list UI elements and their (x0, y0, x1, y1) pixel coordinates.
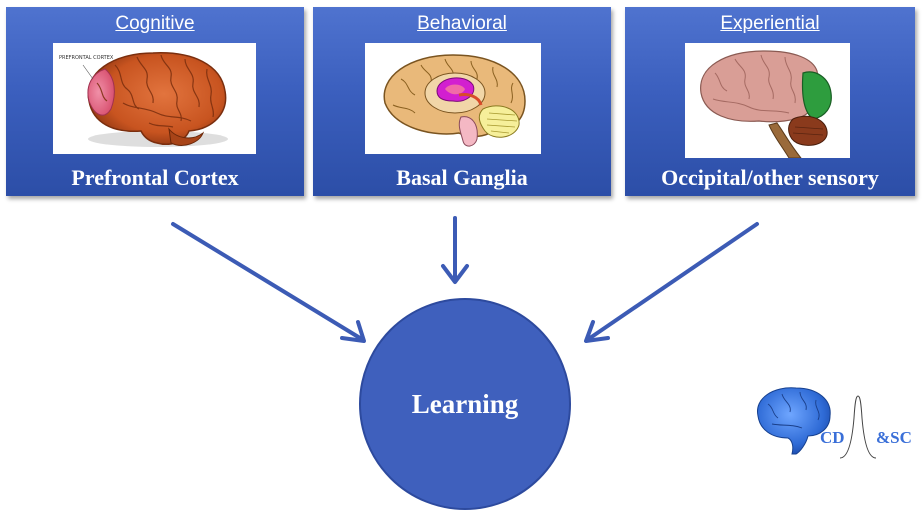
behavioral-header: Behavioral (417, 13, 507, 34)
logo-text-sc: &SC (876, 428, 912, 447)
behavioral-box: Behavioral (313, 7, 611, 196)
brain-basal-ganglia-icon (365, 43, 541, 154)
arrow-experiential-to-learning (588, 222, 759, 340)
brain-occipital-icon (685, 43, 850, 158)
learning-label: Learning (411, 388, 519, 419)
behavioral-label: Basal Ganglia (396, 165, 528, 190)
arrow-cognitive-to-learning (171, 222, 362, 340)
cognitive-box: Cognitive (6, 7, 304, 196)
cognitive-header: Cognitive (115, 13, 195, 34)
arrowhead-behavioral (441, 264, 469, 284)
arrowhead-cognitive (340, 320, 366, 343)
arrowhead-experiential (584, 320, 610, 343)
experiential-header: Experiential (720, 13, 820, 34)
cdsc-logo-brain-icon (757, 387, 877, 459)
cdsc-logo: CD &SC (752, 382, 912, 464)
experiential-box: Experiential Occipital/other sensory (625, 7, 915, 196)
learning-circle: Learning (359, 298, 571, 510)
logo-text-cd: CD (820, 428, 845, 447)
experiential-label: Occipital/other sensory (661, 165, 879, 190)
cognitive-label: Prefrontal Cortex (71, 165, 239, 190)
brain-prefrontal-icon: PREFRONTAL CORTEX (53, 43, 256, 154)
prefrontal-caption: PREFRONTAL CORTEX (59, 55, 114, 61)
